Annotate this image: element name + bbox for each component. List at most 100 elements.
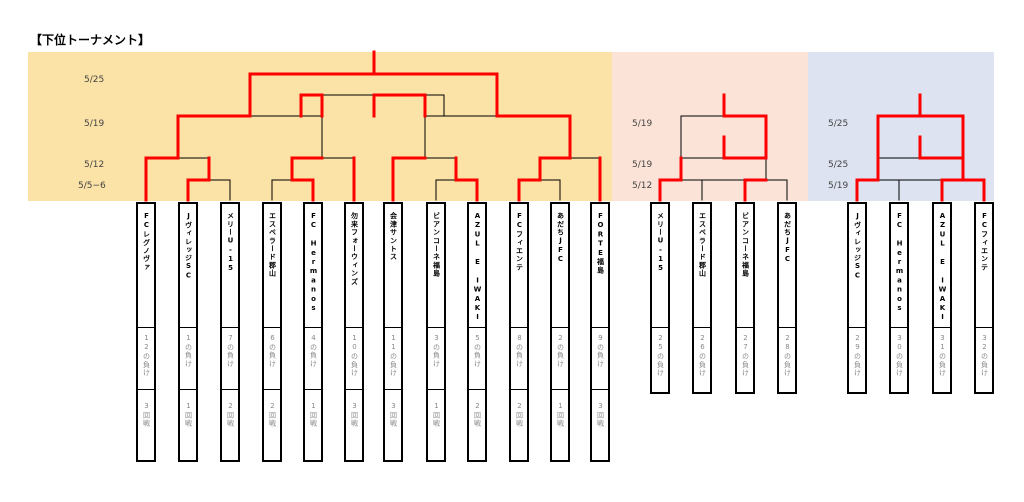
team-result: 1の負け: [184, 334, 193, 368]
team-name-cell: FC Hermanos: [305, 204, 321, 328]
team-round: 2回戦: [473, 402, 482, 428]
winner-line: [454, 156, 479, 202]
team-result: 5の負け: [473, 334, 482, 368]
team-name: FC Hermanos: [895, 212, 904, 314]
team-name-cell: FC Hermanos: [891, 204, 907, 328]
team-name: JヴィレッジSC: [184, 212, 193, 281]
left-panel: [28, 52, 612, 201]
winner-line: [299, 93, 324, 118]
team-result: 27の負け: [741, 334, 750, 377]
team-name: FC Hermanos: [309, 212, 318, 314]
team-name-cell: あだちJFC: [779, 204, 795, 328]
team-card: AZUL E IWAKI 31の負け: [932, 202, 952, 394]
team-card: FCレグノヴァ 12の負け 3回戦: [136, 202, 156, 462]
right-date-final: 5/25: [828, 119, 849, 129]
right-date-semi: 5/25: [828, 160, 849, 170]
team-result-cell: 30の負け: [891, 328, 907, 390]
team-round: 3回戦: [350, 402, 359, 428]
winner-line: [961, 178, 986, 202]
winner-line: [918, 114, 965, 160]
team-round: 1回戦: [432, 402, 441, 428]
team-name: FCフィエンテ: [515, 212, 524, 272]
team-name-cell: JヴィレッジSC: [849, 204, 865, 328]
team-card: FCフィエンテ 8の負け 2回戦: [509, 202, 529, 462]
right-date-first: 5/19: [828, 181, 849, 191]
team-result-cell: 11の負け: [385, 328, 401, 390]
page-title: 【下位トーナメント】: [30, 33, 151, 47]
team-result-cell: 3の負け: [428, 328, 444, 390]
team-result: 11の負け: [389, 334, 398, 377]
team-name-cell: FORTE福島: [592, 204, 608, 328]
winner-line: [372, 72, 499, 118]
team-name-cell: エスペラード郡山: [694, 204, 710, 328]
team-round: 1回戦: [309, 402, 318, 428]
team-card: FC Hermanos 4の負け 1回戦: [303, 202, 323, 462]
winner-line: [176, 114, 252, 160]
team-round-cell: 2回戦: [469, 390, 485, 460]
team-round: 3回戦: [142, 402, 151, 428]
team-result-cell: 31の負け: [934, 328, 950, 390]
team-result-cell: 2の負け: [552, 328, 568, 390]
team-name: ビアンコーネ福島: [741, 212, 750, 278]
team-name: AZUL E IWAKI: [938, 212, 947, 323]
team-result-cell: 8の負け: [511, 328, 527, 390]
winner-line: [517, 156, 572, 202]
team-round: 2回戦: [268, 402, 277, 428]
team-result: 9の負け: [596, 334, 605, 368]
team-name-cell: FCレグノヴァ: [138, 204, 154, 328]
team-result: 29の負け: [853, 334, 862, 377]
team-result-cell: 1の負け: [180, 328, 196, 390]
team-name: エスペラード郡山: [268, 212, 277, 278]
team-result-cell: 7の負け: [222, 328, 238, 390]
team-card: FORTE福島 9の負け 3回戦: [590, 202, 610, 462]
team-result: 10の負け: [350, 334, 359, 377]
team-round-cell: 3回戦: [592, 390, 608, 460]
team-card: 勿来フォーウィンズ 10の負け 3回戦: [344, 202, 364, 462]
team-name: FCフィエンテ: [980, 212, 989, 272]
team-result: 30の負け: [895, 334, 904, 377]
team-name: あだちJFC: [783, 212, 792, 265]
bracket-line: [145, 179, 601, 201]
team-result-cell: 10の負け: [346, 328, 362, 390]
team-round-cell: 3回戦: [385, 390, 401, 460]
team-round-cell: 3回戦: [346, 390, 362, 460]
team-name-cell: AZUL E IWAKI: [469, 204, 485, 328]
winner-line: [144, 156, 180, 202]
team-name: あだちJFC: [556, 212, 565, 265]
team-round-cell: 2回戦: [511, 390, 527, 460]
winner-line: [186, 156, 211, 202]
winner-line: [290, 156, 324, 202]
team-result-cell: 26の負け: [694, 328, 710, 390]
winner-line: [940, 156, 965, 202]
team-card: JヴィレッジSC 1の負け 1回戦: [178, 202, 198, 462]
team-name-cell: あだちJFC: [552, 204, 568, 328]
team-name-cell: FCフィエンテ: [976, 204, 992, 328]
team-name-cell: 会津サントス: [385, 204, 401, 328]
team-name-cell: 勿来フォーウィンズ: [346, 204, 362, 328]
team-round: 3回戦: [596, 402, 605, 428]
team-result: 3の負け: [432, 334, 441, 368]
winner-line: [391, 156, 427, 202]
team-round-cell: 2回戦: [222, 390, 238, 460]
team-result-cell: 27の負け: [737, 328, 753, 390]
team-result: 4の負け: [309, 334, 318, 368]
bracket-line: [680, 157, 767, 181]
team-round: 2回戦: [515, 402, 524, 428]
team-name: 会津サントス: [389, 212, 398, 262]
team-round: 1回戦: [184, 402, 193, 428]
bracket-line: [856, 179, 985, 201]
winner-line: [855, 114, 922, 202]
team-round-cell: 1回戦: [428, 390, 444, 460]
team-name: AZUL E IWAKI: [473, 212, 482, 323]
bracket-line: [659, 179, 788, 201]
team-name: メリーU-15: [226, 212, 235, 274]
team-name: FORTE福島: [596, 212, 605, 275]
team-result: 12の負け: [142, 334, 151, 377]
team-round-cell: 3回戦: [138, 390, 154, 460]
team-round-cell: 1回戦: [305, 390, 321, 460]
mid-date-semi: 5/19: [632, 160, 653, 170]
